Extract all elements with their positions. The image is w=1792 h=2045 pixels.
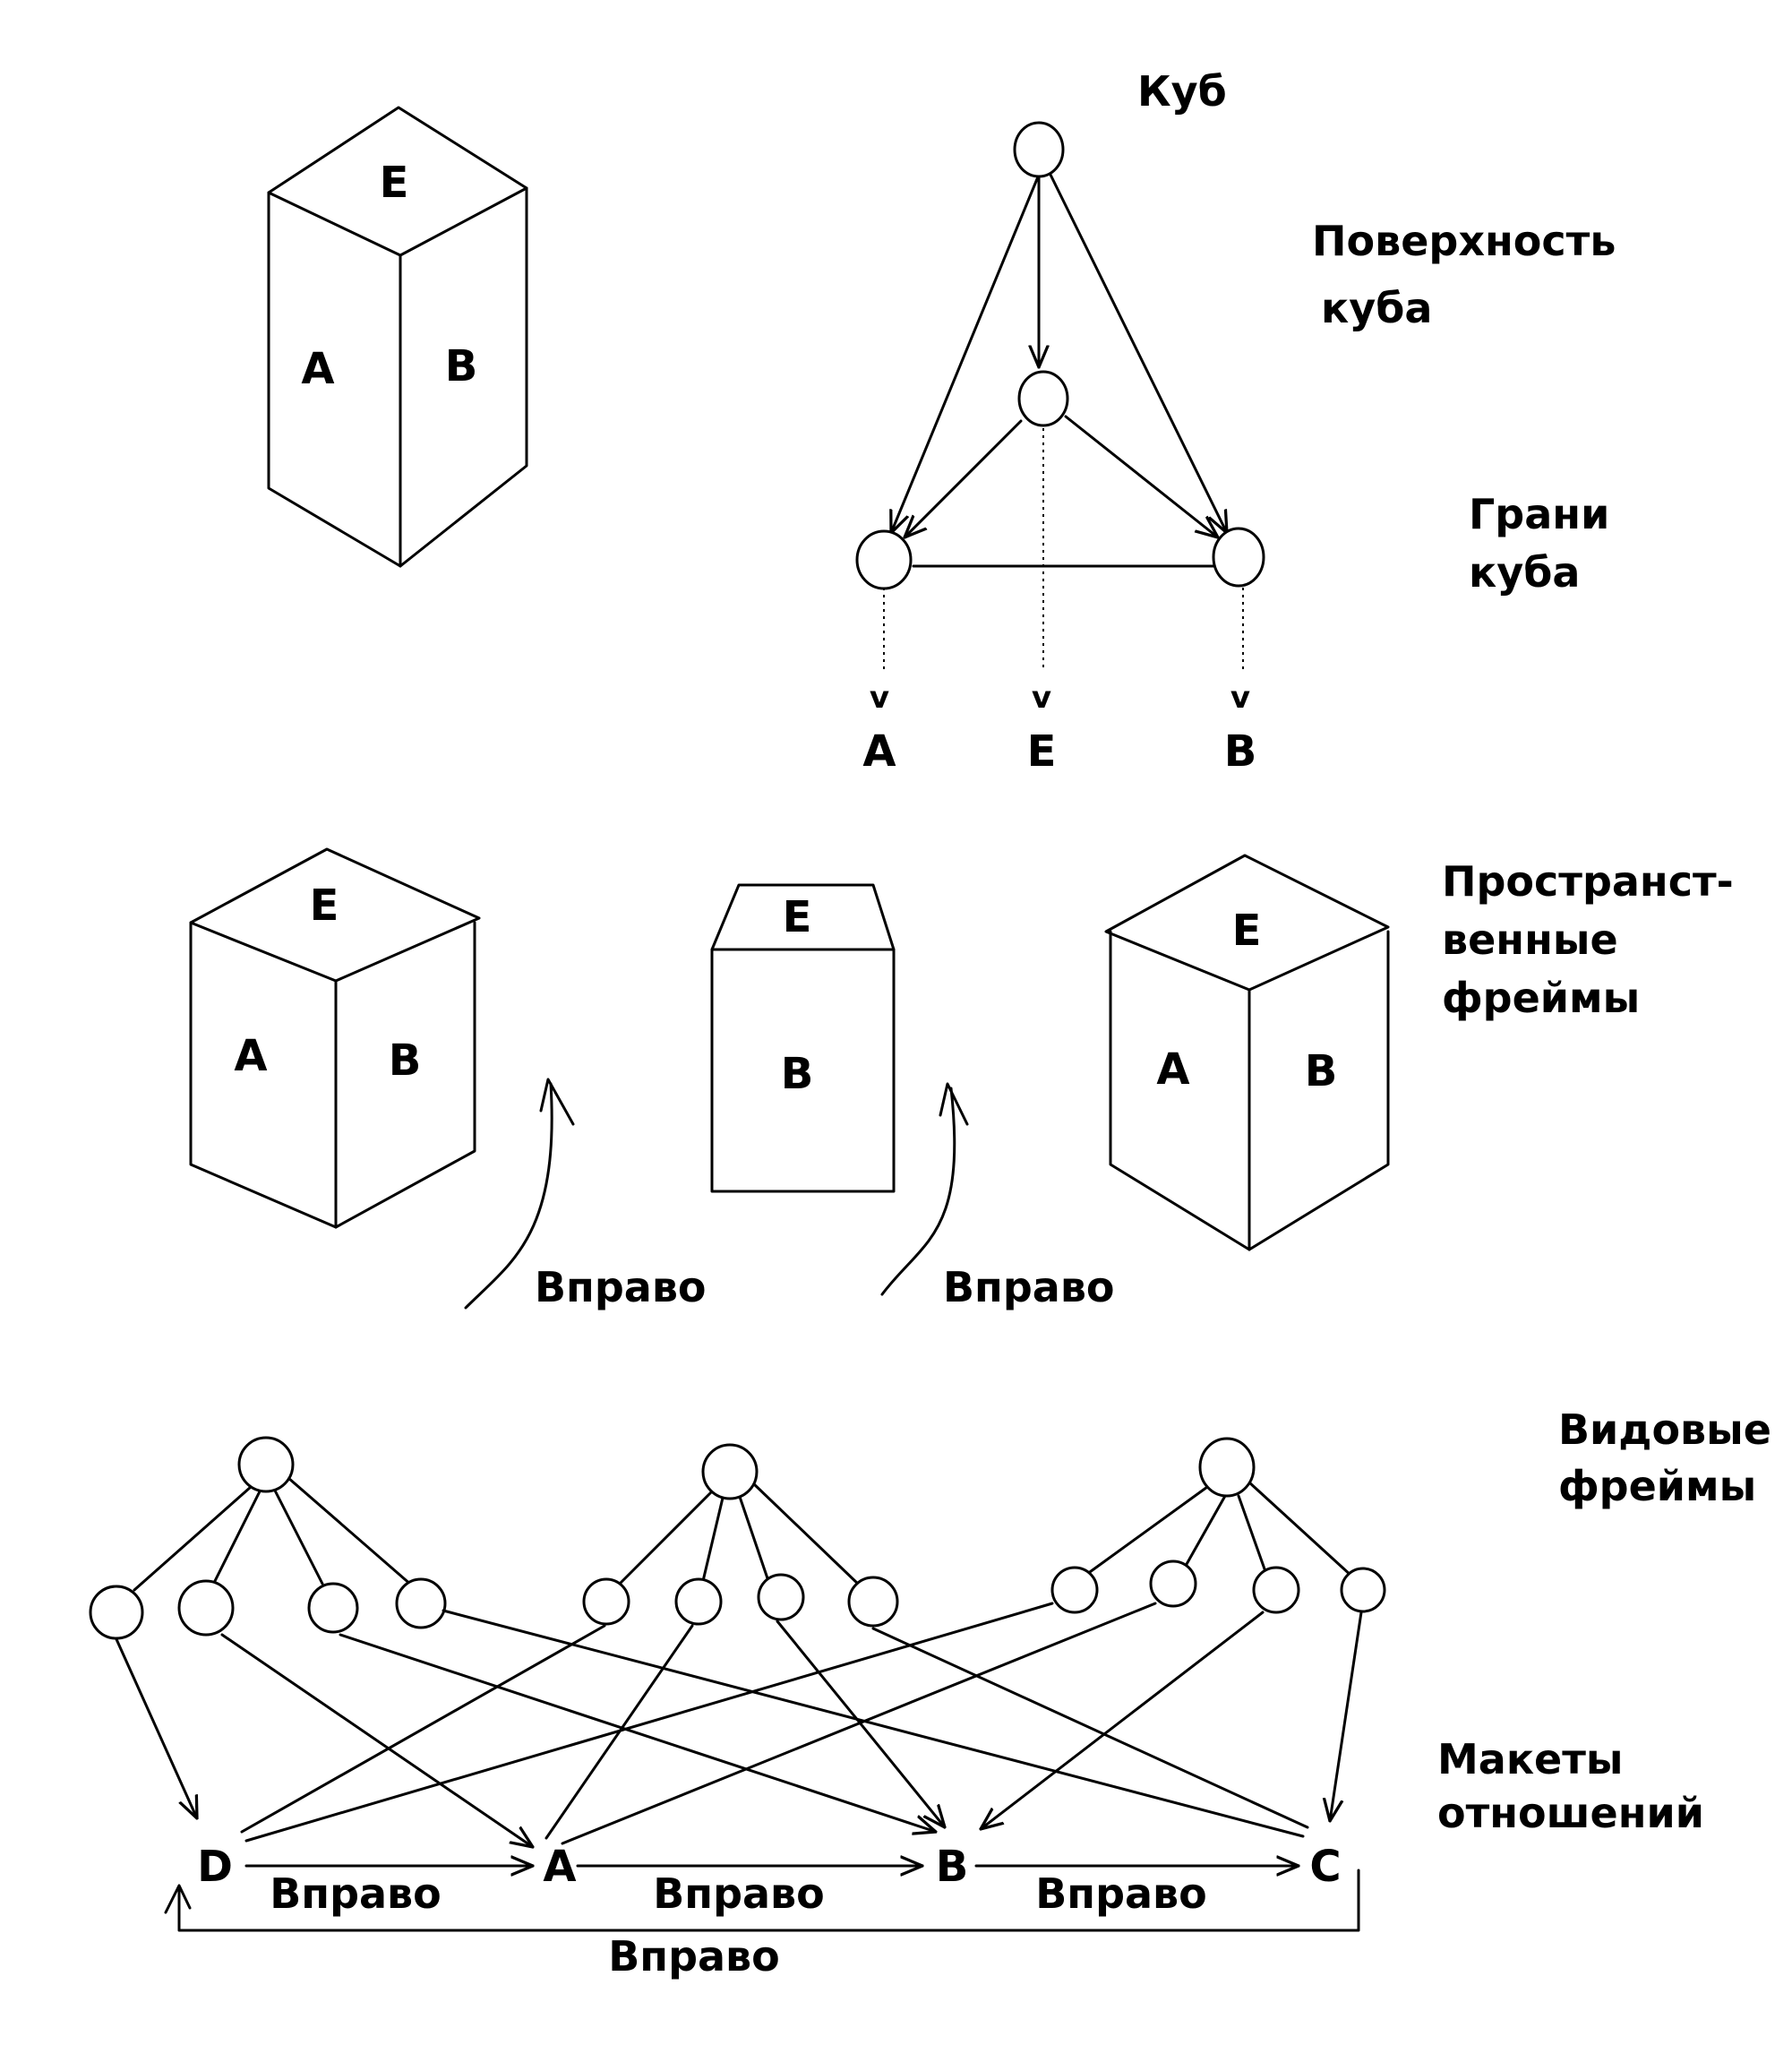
view-tree-edges — [133, 1476, 1354, 1592]
node-surface — [1017, 370, 1069, 427]
spatial-frame-view-1: E A B — [189, 847, 481, 1229]
top-cube: E A B — [267, 106, 528, 568]
edge-surface-to-face-a — [905, 419, 1023, 537]
view-frames: D A B C Вправо Вправо Вправо Вправо Видо… — [89, 1405, 1771, 1981]
spatial-arrow-label-2: Вправо — [943, 1263, 1115, 1311]
relations-label-1: Макеты — [1437, 1735, 1624, 1783]
view-frames-label-1: Видовые — [1558, 1405, 1771, 1454]
relation-node-a: A — [543, 1842, 576, 1892]
label-faces-2: куба — [1469, 548, 1580, 597]
relation-node-b: B — [936, 1842, 969, 1892]
view1-face-top: E — [310, 881, 339, 931]
relations-label-2: отношений — [1437, 1789, 1704, 1837]
spatial-frames-label-2: венные — [1442, 915, 1618, 964]
loop-c-to-d — [177, 1869, 1360, 1932]
relation-node-d: D — [197, 1842, 233, 1892]
edge-cube-to-face-a — [891, 173, 1041, 533]
top-cube-face-right: B — [445, 341, 478, 391]
leaf-label-e: E — [1027, 726, 1057, 777]
label-faces-1: Грани — [1469, 490, 1609, 538]
node-face-a — [855, 529, 913, 590]
view3-face-left: A — [1156, 1044, 1189, 1095]
cube-graph: Куб Поверхность куба Грани куба v v v A … — [855, 67, 1616, 777]
view3-face-right: B — [1305, 1046, 1338, 1096]
view-cross-edges — [115, 1602, 1363, 1847]
view-frames-label-2: фреймы — [1558, 1462, 1756, 1510]
spatial-frames-label-1: Пространст- — [1442, 857, 1734, 906]
loop-label: Вправо — [608, 1932, 780, 1981]
view-tree-nodes — [89, 1436, 1386, 1640]
view2-face-front: B — [781, 1049, 814, 1099]
spatial-frame-view-3: E A B — [1104, 854, 1390, 1251]
view1-face-right: B — [389, 1035, 422, 1086]
spatial-arrow-label-1: Вправо — [535, 1263, 707, 1311]
node-cube — [1013, 121, 1065, 178]
node-face-b — [1212, 527, 1265, 588]
view3-face-top: E — [1232, 906, 1262, 956]
edge-surface-to-face-b — [1064, 415, 1218, 537]
edge-cube-to-face-b — [1048, 171, 1227, 533]
leaf-marker-a: v — [870, 680, 889, 716]
edge-label-b-c: Вправо — [1035, 1869, 1207, 1918]
spatial-right-arrows: Вправо Вправо Пространст- венные фреймы — [464, 857, 1734, 1311]
view1-face-left: A — [234, 1031, 267, 1081]
spatial-frames-label-3: фреймы — [1442, 974, 1640, 1022]
relation-node-c: C — [1309, 1842, 1341, 1892]
relation-layer: D A B C Вправо Вправо Вправо Вправо — [164, 1842, 1360, 1981]
leaf-marker-b: v — [1230, 680, 1250, 716]
edge-label-a-b: Вправо — [653, 1869, 825, 1918]
top-cube-face-left: A — [301, 344, 334, 394]
spatial-frame-view-2: E B — [710, 883, 896, 1193]
top-cube-face-top: E — [380, 158, 409, 208]
edge-label-d-a: Вправо — [270, 1869, 442, 1918]
label-surface-1: Поверхность — [1312, 217, 1616, 265]
label-surface-2: куба — [1321, 284, 1432, 332]
view2-face-top: E — [783, 892, 812, 942]
leaf-label-a: A — [862, 726, 896, 777]
leaf-label-b: B — [1224, 726, 1257, 777]
leaf-marker-e: v — [1032, 680, 1051, 716]
label-cube: Куб — [1137, 67, 1227, 116]
